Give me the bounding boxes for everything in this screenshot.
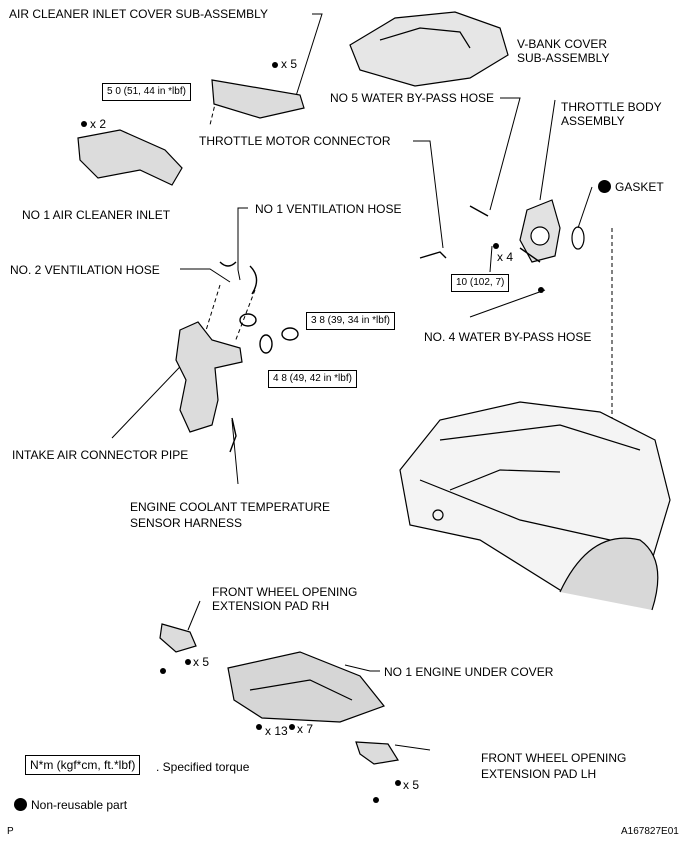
engine-under-cover-shape: [227, 651, 385, 723]
torque-clamp-lower: 4 8 (49, 42 in *lbf): [268, 370, 357, 388]
label-no1-ventilation-hose: NO 1 VENTILATION HOSE: [255, 202, 402, 216]
label-no2-ventilation-hose: NO. 2 VENTILATION HOSE: [10, 263, 160, 277]
label-engine-coolant-temp-harness: ENGINE COOLANT TEMPERATURE: [130, 500, 331, 514]
label-v-bank-cover: V-BANK COVER: [517, 37, 608, 51]
torque-clamp-upper: 3 8 (39, 34 in *lbf): [306, 312, 395, 330]
footer-left-mark: P: [7, 826, 14, 837]
label-gasket: GASKET: [615, 180, 664, 194]
qty-under-cover-screws: x 7: [297, 722, 314, 736]
legend-torque-text: . Specified torque: [156, 760, 250, 774]
qty-pad-lh-bolts: x 5: [403, 778, 420, 792]
throttle-body-shape: [519, 199, 585, 263]
label-air-cleaner-inlet-cover: AIR CLEANER INLET COVER SUB-ASSEMBLY: [9, 7, 268, 21]
pad-lh-shape: [355, 741, 399, 765]
pad-rh-shape: [159, 623, 197, 653]
label-no5-water-bypass-hose: NO 5 WATER BY-PASS HOSE: [330, 91, 495, 105]
label-front-wheel-pad-lh-line2: EXTENSION PAD LH: [481, 767, 597, 781]
vehicle-front-shape: [399, 401, 671, 611]
intake-connector-pipe-shape: [175, 321, 243, 433]
figure-code: A167827E01: [621, 826, 679, 837]
label-front-wheel-pad-rh: FRONT WHEEL OPENING: [212, 585, 358, 599]
label-v-bank-cover-line2: SUB-ASSEMBLY: [517, 51, 610, 65]
inlet-cover-shape: [211, 79, 305, 119]
non-reusable-marker: [598, 180, 611, 193]
label-front-wheel-pad-rh-line2: EXTENSION PAD RH: [212, 599, 330, 613]
legend-non-reusable-dot: [14, 798, 27, 811]
legend-torque-units: N*m (kgf*cm, ft.*lbf): [25, 755, 141, 775]
label-intake-air-connector-pipe: INTAKE AIR CONNECTOR PIPE: [12, 448, 189, 462]
torque-air-cleaner-inlet: 5 0 (51, 44 in *lbf): [102, 83, 191, 101]
qty-under-cover-bolts: x 13: [265, 724, 288, 738]
label-no4-water-bypass-hose: NO. 4 WATER BY-PASS HOSE: [424, 330, 592, 344]
label-throttle-body-line2: ASSEMBLY: [561, 114, 625, 128]
torque-throttle-body: 10 (102, 7): [451, 274, 510, 292]
label-throttle-body: THROTTLE BODY: [561, 100, 662, 114]
qty-inlet-bolts: x 2: [90, 117, 107, 131]
label-engine-coolant-temp-harness-line2: SENSOR HARNESS: [130, 516, 243, 530]
qty-pad-rh-bolts: x 5: [193, 655, 210, 669]
air-cleaner-inlet-shape: [77, 129, 183, 186]
v-bank-cover-shape: [349, 11, 509, 87]
legend-non-reusable-text: Non-reusable part: [31, 798, 128, 812]
qty-cover-bolts: x 5: [281, 57, 298, 71]
label-front-wheel-pad-lh: FRONT WHEEL OPENING: [481, 751, 627, 765]
label-throttle-motor-connector: THROTTLE MOTOR CONNECTOR: [199, 134, 391, 148]
label-no1-engine-under-cover: NO 1 ENGINE UNDER COVER: [384, 665, 554, 679]
qty-throttle-bolts: x 4: [497, 250, 514, 264]
label-no1-air-cleaner-inlet: NO 1 AIR CLEANER INLET: [22, 208, 171, 222]
